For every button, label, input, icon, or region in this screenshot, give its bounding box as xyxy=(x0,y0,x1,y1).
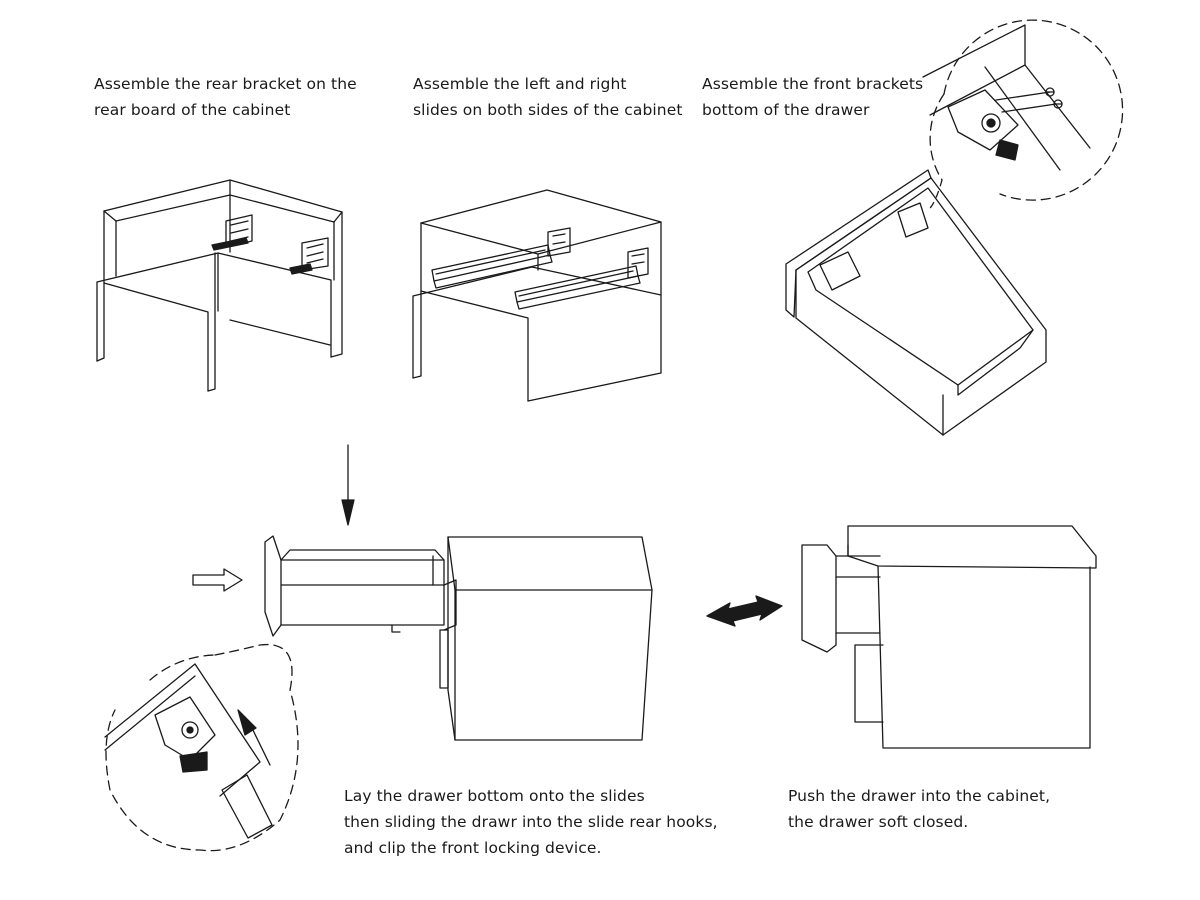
cabinet-with-drawer-illustration xyxy=(440,537,652,740)
step-caption: Push the drawer into the cabinet, the dr… xyxy=(788,783,1050,835)
closed-cabinet-illustration xyxy=(802,526,1096,748)
slide-rail-part xyxy=(432,228,648,309)
double-arrow-icon xyxy=(707,596,782,626)
caption-line: slides on both sides of the cabinet xyxy=(413,101,683,119)
step-caption: Assemble the rear bracket on the rear bo… xyxy=(94,71,357,123)
up-arrow-icon xyxy=(238,710,270,765)
push-arrow-icon xyxy=(193,569,242,591)
step-caption: Lay the drawer bottom onto the slides th… xyxy=(344,783,718,861)
caption-line: bottom of the drawer xyxy=(702,101,870,119)
screw-icon xyxy=(1046,88,1062,108)
caption-line: rear board of the cabinet xyxy=(94,101,291,119)
caption-line: Assemble the left and right xyxy=(413,75,627,93)
caption-line: and clip the front locking device. xyxy=(344,839,602,857)
caption-line: then sliding the drawr into the slide re… xyxy=(344,813,718,831)
caption-line: Assemble the rear bracket on the xyxy=(94,75,357,93)
caption-line: Assemble the front brackets xyxy=(702,75,924,93)
rear-hook-detail xyxy=(105,645,298,851)
drawer-illustration xyxy=(265,536,456,636)
step-caption: Assemble the front brackets bottom of th… xyxy=(702,71,923,123)
caption-line: Push the drawer into the cabinet, xyxy=(788,787,1051,805)
cabinet-rear-bracket-illustration xyxy=(97,180,342,391)
cabinet-slides-illustration xyxy=(413,190,661,401)
step-caption: Assemble the left and right slides on bo… xyxy=(413,71,683,123)
down-arrow-icon xyxy=(342,445,354,525)
drawer-front-brackets-illustration xyxy=(786,170,1046,435)
rear-bracket-part xyxy=(212,215,328,274)
caption-line: the drawer soft closed. xyxy=(788,813,969,831)
caption-line: Lay the drawer bottom onto the slides xyxy=(344,787,645,805)
front-bracket-detail xyxy=(923,20,1123,210)
